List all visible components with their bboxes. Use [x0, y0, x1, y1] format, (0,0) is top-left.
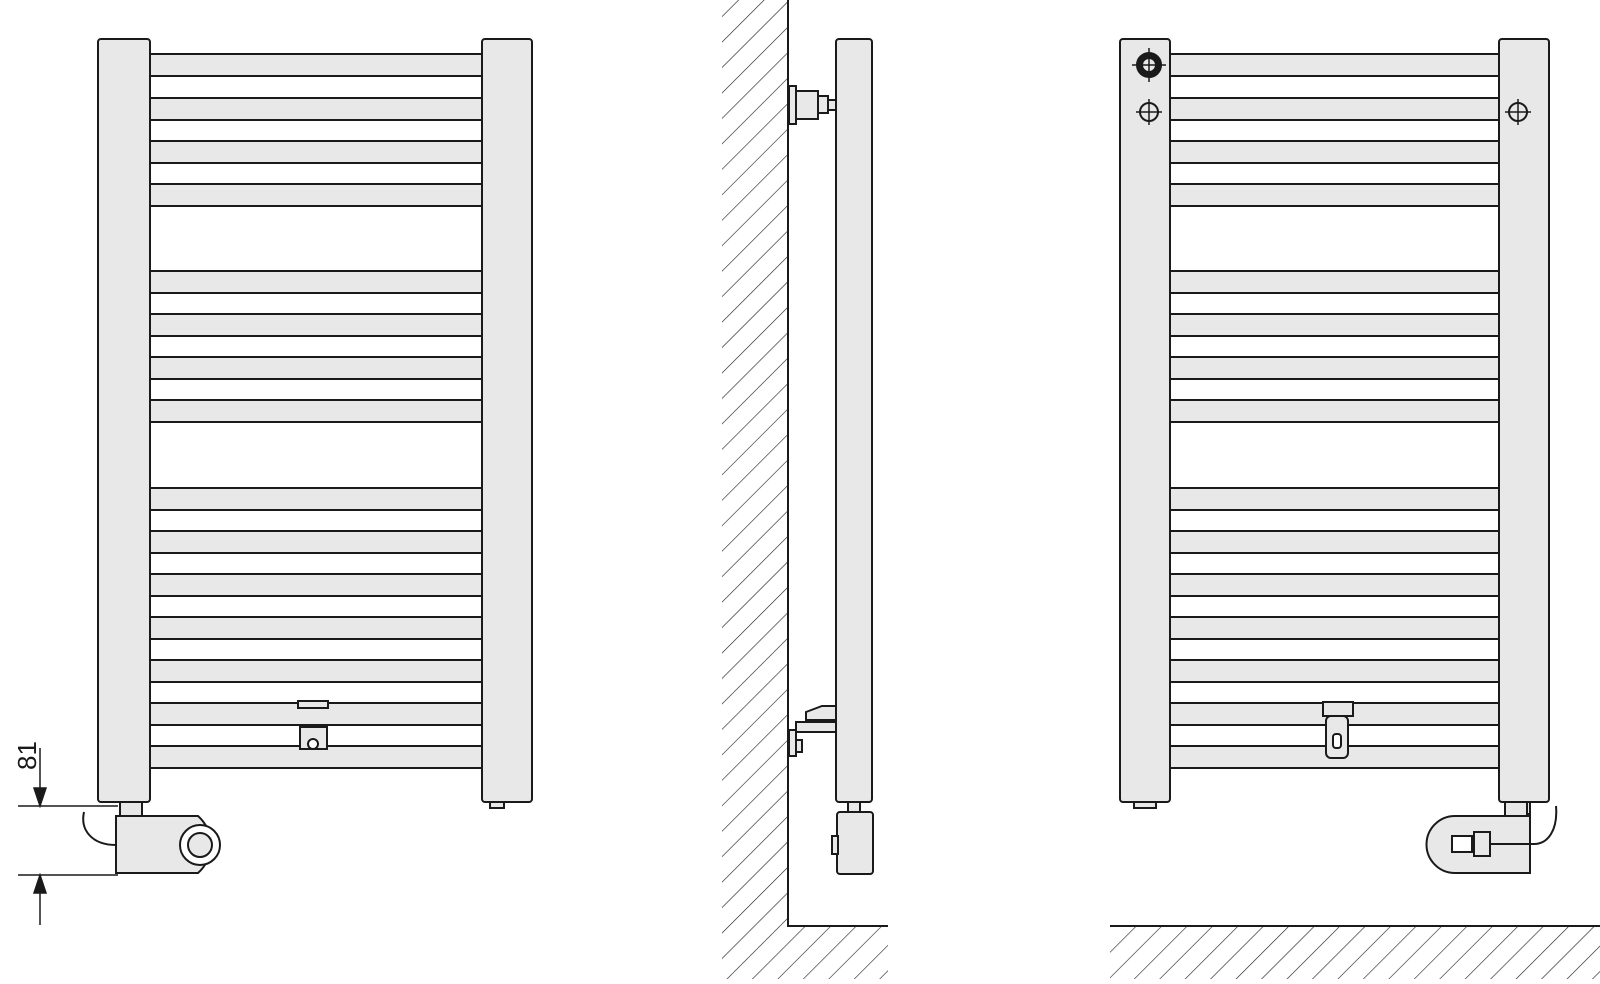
- rear-heater-plug: [1451, 835, 1473, 853]
- floor: [1110, 925, 1600, 979]
- towel-bar: [149, 616, 483, 640]
- bottom-bracket-clip: [805, 705, 837, 721]
- towel-bar: [1169, 313, 1500, 337]
- towel-bar: [149, 356, 483, 380]
- wall-hatching: [722, 0, 888, 979]
- towel-bar: [1169, 659, 1500, 683]
- bottom-bracket-arm: [795, 721, 837, 733]
- top-bracket-plate: [788, 85, 797, 125]
- towel-bar: [149, 97, 483, 121]
- towel-bar: [1169, 487, 1500, 511]
- rear-heater-connector: [1504, 801, 1528, 817]
- right-upright: [481, 38, 533, 803]
- bottom-bracket-screw: [795, 739, 803, 753]
- heater-connector: [119, 801, 143, 817]
- rear-left-foot: [1133, 801, 1157, 809]
- top-bracket-stud: [817, 95, 829, 114]
- front-view: [82, 38, 533, 874]
- towel-bars: [149, 53, 483, 769]
- vent-valve-icon: [1132, 48, 1166, 82]
- towel-bar: [1169, 97, 1500, 121]
- towel-bar: [1169, 573, 1500, 597]
- side-heater-body: [836, 811, 874, 875]
- bottom-bracket-plate: [788, 729, 797, 757]
- rear-heater-cable: [1490, 805, 1558, 845]
- towel-bar: [149, 140, 483, 164]
- rear-view: [1119, 38, 1558, 874]
- side-heater-knob: [831, 835, 839, 855]
- towel-bar: [149, 183, 483, 207]
- top-bracket-nut: [827, 99, 837, 111]
- heater-cable: [82, 811, 117, 846]
- towel-bar: [1169, 399, 1500, 423]
- dimension-label: 81: [12, 741, 42, 770]
- wall-face: [787, 0, 888, 927]
- towel-bar: [149, 530, 483, 554]
- towel-bar: [149, 270, 483, 294]
- towel-bar: [1169, 270, 1500, 294]
- towel-bar: [149, 659, 483, 683]
- center-bracket-top: [297, 700, 329, 709]
- towel-bar: [1169, 140, 1500, 164]
- towel-bar: [1169, 616, 1500, 640]
- rear-center-bracket-top: [1322, 701, 1354, 717]
- towel-bar: [1169, 53, 1500, 77]
- towel-bar: [1169, 530, 1500, 554]
- mounting-hole-left-icon: [1136, 99, 1162, 125]
- dimension-arrow-down-icon: [32, 787, 48, 809]
- towel-bar: [149, 313, 483, 337]
- rear-heater-plug-base: [1473, 831, 1491, 857]
- towel-bar: [149, 399, 483, 423]
- rear-towel-bars: [1169, 53, 1500, 769]
- side-heater-connector: [847, 801, 861, 813]
- towel-bar: [1169, 356, 1500, 380]
- center-bracket-hole: [307, 738, 319, 750]
- towel-bar: [149, 487, 483, 511]
- towel-bar: [1169, 183, 1500, 207]
- dimension-arrow-up-icon: [32, 872, 48, 894]
- side-upright: [835, 38, 873, 803]
- towel-bar: [149, 53, 483, 77]
- rear-center-bracket-slot: [1332, 733, 1342, 749]
- heater-knob-inner: [187, 832, 213, 858]
- rear-right-upright: [1498, 38, 1550, 803]
- top-bracket-arm: [795, 90, 819, 120]
- mounting-hole-right-icon: [1505, 99, 1531, 125]
- right-foot: [489, 801, 505, 809]
- towel-bar: [149, 573, 483, 597]
- left-upright: [97, 38, 151, 803]
- height-dimension: 81: [12, 741, 118, 925]
- rear-left-upright: [1119, 38, 1171, 803]
- side-view: [722, 0, 888, 979]
- floor-hatching: [1110, 926, 1600, 979]
